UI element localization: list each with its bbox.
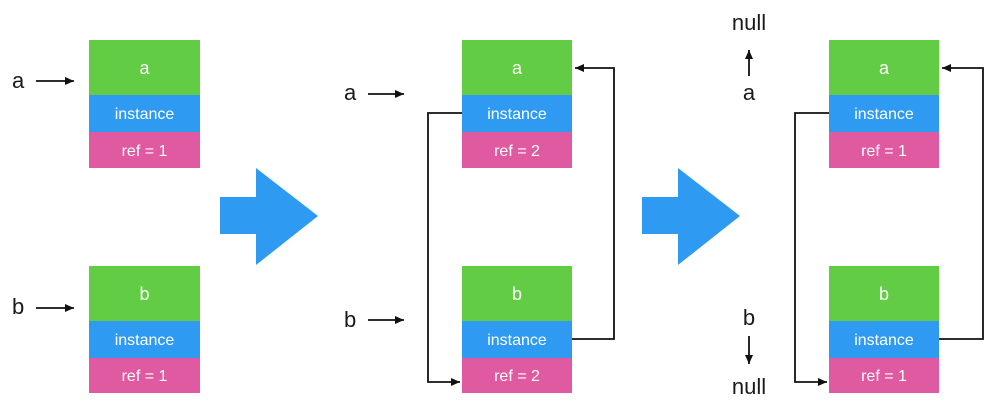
panel-3: null a a instance ref = 1 b null b insta… (732, 10, 984, 399)
object-a-name-box (829, 40, 939, 95)
object-b-name: b (139, 284, 149, 304)
object-a-name: a (879, 58, 890, 78)
object-b-instance-label: instance (854, 332, 914, 349)
object-a-instance-label: instance (854, 106, 914, 123)
object-b-instance-label: instance (115, 332, 175, 349)
object-a: a instance ref = 2 (462, 40, 572, 168)
object-a-instance-box (462, 95, 572, 132)
transition-arrow-1 (220, 168, 318, 265)
object-a-ref-box (89, 132, 200, 168)
object-b-instance-box (829, 321, 939, 358)
reference-line-a-to-b (794, 112, 829, 386)
object-b-instance-label: instance (487, 332, 547, 349)
object-b-name: b (512, 284, 522, 304)
object-a-ref-count: ref = 1 (122, 143, 168, 160)
panel-2: a a instance ref = 2 b b instance ref = … (344, 40, 615, 393)
object-a: a instance ref = 1 (829, 40, 939, 168)
reference-line-b-to-a (939, 64, 984, 340)
reference-line-b-to-a (572, 64, 615, 340)
object-a-name: a (139, 58, 150, 78)
object-a: a instance ref = 1 (89, 40, 200, 168)
object-a-ref-box (462, 132, 572, 168)
object-a-instance-label: instance (487, 106, 547, 123)
variable-a-label: a (344, 80, 357, 105)
panel-1: a a instance ref = 1 b b instance ref = … (12, 40, 200, 393)
object-a-name: a (512, 58, 523, 78)
transition-arrow-2 (642, 168, 740, 265)
object-b: b instance ref = 1 (89, 266, 200, 393)
object-b: b instance ref = 1 (829, 266, 939, 393)
variable-b-label: b (12, 294, 24, 319)
object-a-ref-count: ref = 1 (861, 143, 907, 160)
object-b-instance-box (462, 321, 572, 358)
object-b-instance-box (89, 321, 200, 358)
variable-a-label: a (743, 80, 756, 105)
null-label-top: null (732, 10, 766, 35)
object-b-name-box (89, 266, 200, 321)
object-b-name-box (829, 266, 939, 321)
null-label-bottom: null (732, 374, 766, 399)
object-b-ref-count: ref = 2 (494, 368, 540, 385)
object-b-ref-box (829, 358, 939, 393)
object-b: b instance ref = 2 (462, 266, 572, 393)
object-a-name-box (462, 40, 572, 95)
object-b-ref-box (462, 358, 572, 393)
object-b-ref-box (89, 358, 200, 393)
object-a-ref-box (829, 132, 939, 168)
object-a-ref-count: ref = 2 (494, 143, 540, 160)
variable-a-label: a (12, 68, 25, 93)
object-b-ref-count: ref = 1 (861, 368, 907, 385)
object-a-name-box (89, 40, 200, 95)
object-a-instance-box (89, 95, 200, 132)
object-a-instance-label: instance (115, 106, 175, 123)
variable-b-label: b (743, 305, 755, 330)
variable-b-label: b (344, 307, 356, 332)
object-b-name-box (462, 266, 572, 321)
object-b-name: b (879, 284, 889, 304)
object-b-ref-count: ref = 1 (122, 368, 168, 385)
reference-line-a-to-b (427, 112, 462, 386)
object-a-instance-box (829, 95, 939, 132)
